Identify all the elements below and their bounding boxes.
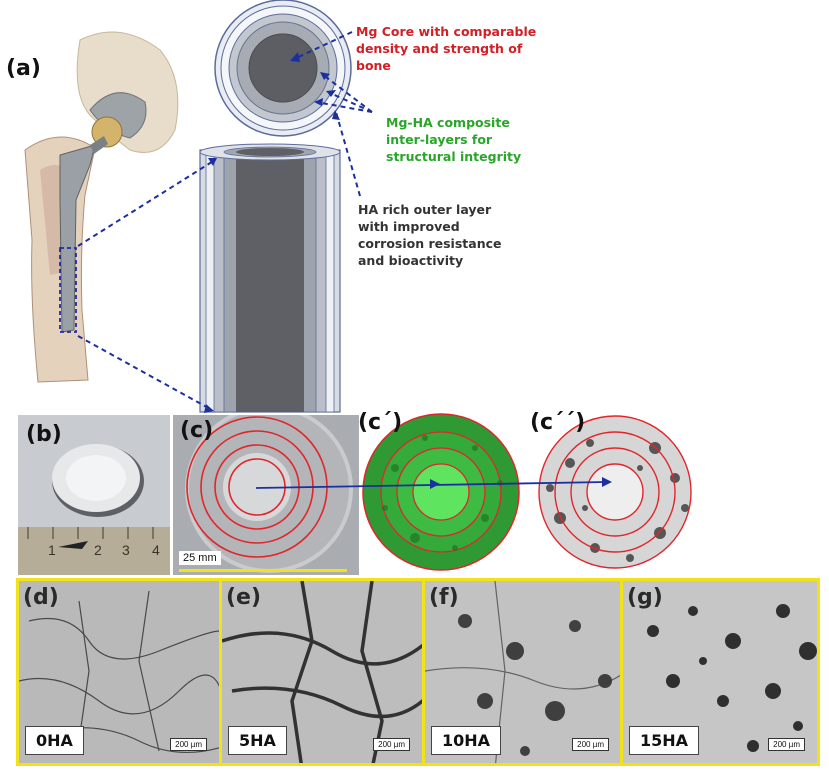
disc-rings-drawing (173, 415, 359, 575)
ruler-number-2: 2 (94, 542, 102, 558)
interlayer-annotation: Mg-HA composite inter-layers for structu… (386, 115, 522, 164)
hip-implant-illustration (24, 31, 179, 383)
cross-section-rings (214, 0, 352, 137)
arrow-interlayer-3 (315, 101, 373, 113)
micrograph-letter-d: (d) (23, 585, 59, 610)
micrograph-label-10ha: 10HA (431, 726, 502, 755)
panel-label-a: (a) (6, 56, 41, 81)
arrow-core (291, 31, 353, 61)
layered-cylinder (199, 143, 341, 413)
micrograph-label-0ha: 0HA (25, 726, 84, 755)
micrograph-label-5ha: 5HA (228, 726, 287, 755)
scale-bar-label: 25 mm (179, 551, 221, 565)
ruler-number-3: 3 (122, 542, 130, 558)
panel-label-b: (b) (26, 422, 62, 447)
arrow-interlayer-1 (321, 73, 373, 113)
micrograph-letter-g: (g) (627, 585, 663, 610)
arrow-outer (335, 111, 361, 197)
micrograph-scale-g: 200 µm (768, 738, 805, 751)
scale-bar-line (179, 569, 347, 572)
disc-photo: 25 mm (173, 415, 359, 575)
arrow-box-bottom (77, 335, 213, 411)
core-annotation: Mg Core with comparable density and stre… (356, 24, 537, 73)
micrograph-label-15ha: 15HA (629, 726, 700, 755)
green-phase-map (362, 413, 520, 571)
panel-label-c-prime: (c´) (358, 410, 403, 435)
micrograph-scale-d: 200 µm (170, 738, 207, 751)
ruler-number-4: 4 (152, 542, 160, 558)
micrograph-5ha: (e) 5HA 200 µm (219, 578, 425, 766)
micrograph-letter-e: (e) (226, 585, 262, 610)
ruler-number-1: 1 (48, 542, 56, 558)
micrograph-texture-e (222, 581, 422, 763)
arrow-interlayer-2 (327, 91, 373, 113)
panel-label-c-double-prime: (c´´) (530, 410, 586, 435)
micrograph-15ha: (g) 15HA 200 µm (620, 578, 820, 766)
sample-photo: 1 2 3 4 (18, 415, 170, 575)
micrograph-letter-f: (f) (429, 585, 459, 610)
grayscale-phase-map (538, 415, 692, 569)
micrograph-scale-e: 200 µm (373, 738, 410, 751)
outer-layer-annotation: HA rich outer layer with improved corros… (358, 202, 502, 268)
schematic-diagram (77, 0, 373, 413)
panel-label-c: (c) (180, 418, 214, 443)
sample-disc-drawing (18, 415, 170, 575)
micrograph-0ha: (d) 0HA 200 µm (16, 578, 222, 766)
micrograph-10ha: (f) 10HA 200 µm (422, 578, 624, 766)
phase-maps (362, 413, 692, 571)
micrograph-scale-f: 200 µm (572, 738, 609, 751)
